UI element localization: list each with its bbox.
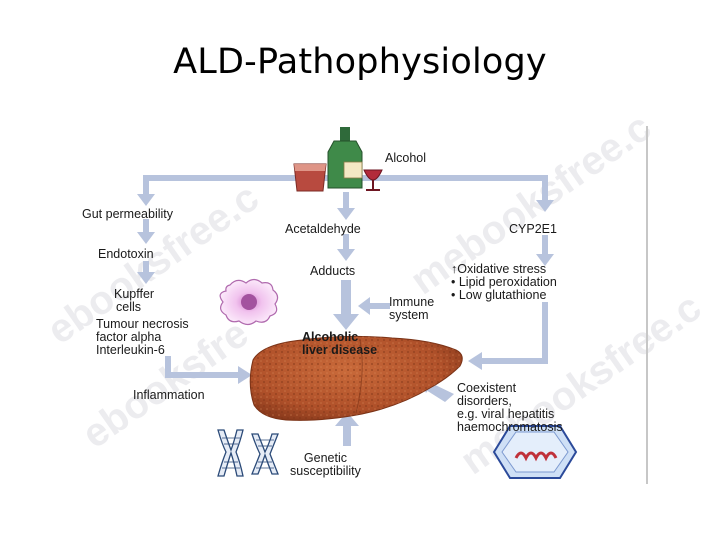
- immune-system-label: Immune system: [389, 296, 434, 322]
- bottle-label: [343, 161, 363, 179]
- oxidative-stress-block: ↑Oxidative stress • Lipid peroxidation •…: [451, 263, 557, 302]
- kupffer-cells-label: Kupffer cells: [114, 288, 154, 314]
- genetic-line-1: Genetic: [303, 451, 347, 465]
- chromosome-icon: [217, 429, 244, 477]
- chromosomes-illustration: [217, 429, 279, 477]
- inflammation-label: Inflammation: [133, 388, 205, 402]
- cyp2e1-label: CYP2E1: [509, 222, 557, 236]
- cytokines-label: Tumour necrosis factor alpha Interleukin…: [96, 318, 189, 357]
- coexistent-line-2: disorders,: [457, 394, 512, 408]
- diagram-graphics: [137, 126, 648, 484]
- cytokine-line-3: Interleukin-6: [96, 343, 165, 357]
- kupffer-line-2: cells: [116, 300, 142, 314]
- alcohol-label: Alcohol: [385, 151, 426, 165]
- coexistent-line-3: e.g. viral hepatitis: [457, 407, 555, 421]
- kupffer-nucleus: [241, 294, 257, 310]
- low-glutathione-line: • Low glutathione: [451, 288, 547, 302]
- chromosome-bands: [222, 437, 274, 469]
- center-line-2: liver disease: [302, 343, 378, 357]
- gut-permeability-label: Gut permeability: [82, 207, 174, 221]
- cytokine-line-2: factor alpha: [96, 330, 162, 344]
- adducts-label: Adducts: [310, 264, 356, 278]
- genetic-line-2: susceptibility: [290, 464, 361, 478]
- alcoholic-liver-disease-label: Alcoholic liver disease: [302, 331, 377, 357]
- dna-strand-icon: [514, 451, 558, 462]
- immune-line-2: system: [389, 308, 429, 322]
- coexistent-line-1: Coexistent: [457, 381, 517, 395]
- wine-glass-icon: [363, 169, 383, 181]
- kupffer-cell-illustration: [219, 278, 279, 326]
- endotoxin-label: Endotoxin: [98, 247, 154, 261]
- alcohol-drinks-illustration: [293, 127, 383, 192]
- center-line-1: Alcoholic: [302, 330, 359, 344]
- chromosome-icon: [251, 433, 279, 475]
- bottle-neck: [340, 127, 350, 141]
- coexistent-line-4: haemochromatosis: [457, 420, 563, 434]
- acetaldehyde-label: Acetaldehyde: [285, 222, 361, 236]
- immune-line-1: Immune: [389, 295, 435, 309]
- virus-hexagon-illustration: [492, 425, 578, 479]
- kupffer-line-1: Kupffer: [114, 287, 155, 301]
- cytokine-line-1: Tumour necrosis: [96, 317, 189, 331]
- liver-illustration: [249, 335, 463, 421]
- lipid-peroxidation-line: • Lipid peroxidation: [451, 275, 557, 289]
- slide-title: ALD-Pathophysiology: [173, 42, 547, 82]
- oxidative-stress-line: ↑Oxidative stress: [451, 262, 547, 276]
- genetic-susceptibility-label: Genetic susceptibility: [290, 452, 361, 478]
- pathophysiology-diagram: ebooksfree.c mebooksfree.c ebooksfre meb…: [39, 105, 709, 487]
- coexistent-disorders-label: Coexistent disorders, e.g. viral hepatit…: [457, 382, 563, 434]
